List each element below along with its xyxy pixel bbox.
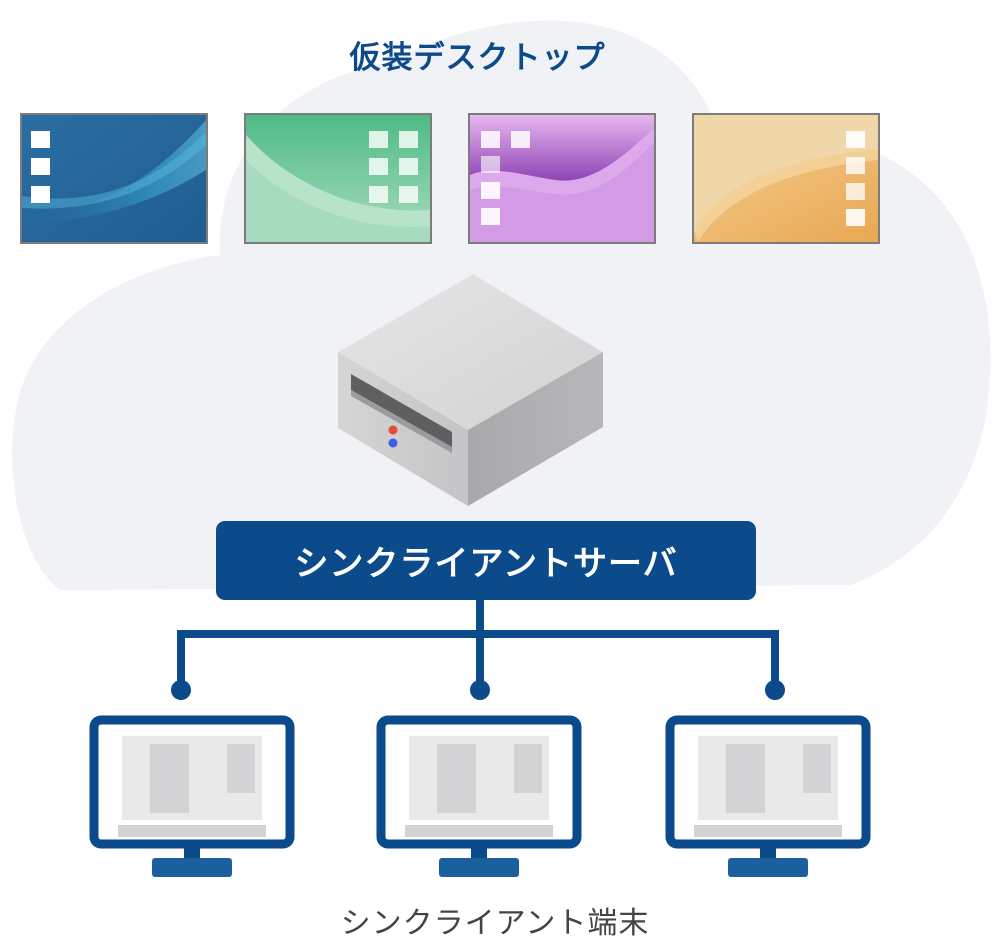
desktop-icon [369,186,388,203]
desktop-icon [399,131,418,148]
server-status-led-red [388,425,398,435]
desktop-icon [511,131,530,148]
client-monitor-icon [89,715,295,877]
desktop-icon [846,131,865,148]
desktop-icon [481,182,500,199]
desktop-icon [31,158,50,175]
virtual-desktop-orange [692,113,880,244]
server-icon [337,273,604,506]
desktop-icon [31,186,50,203]
desktop-icon [369,158,388,175]
desktop-icon [481,131,500,148]
connector-nodes [171,680,785,700]
client-monitor-icon [376,715,582,877]
desktop-icon [369,131,388,148]
virtual-desktop-title: 仮装デスクトップ [349,40,606,76]
desktop-icon [481,156,500,173]
server-status-led-blue [388,438,398,448]
network-connectors [177,598,779,690]
thin-client-server-box: シンクライアントサーバ [216,521,756,600]
thin-client-terminal-label: シンクライアント端末 [340,906,650,941]
desktop-icon [399,158,418,175]
desktop-icon [481,208,500,225]
client-monitor-icon [665,715,871,877]
virtual-desktop-green [244,113,432,244]
desktop-icon [399,186,418,203]
thin-client-server-label: シンクライアントサーバ [294,544,678,584]
desktop-icon [846,183,865,200]
desktop-icon [31,131,50,148]
desktop-icon [846,209,865,226]
virtual-desktop-purple [468,113,656,244]
virtual-desktop-blue [20,113,208,244]
desktop-icon [846,157,865,174]
